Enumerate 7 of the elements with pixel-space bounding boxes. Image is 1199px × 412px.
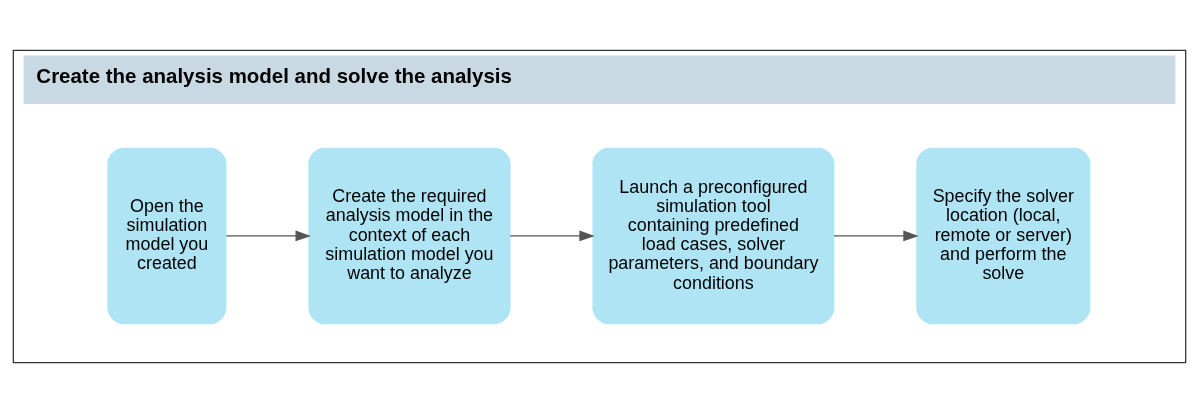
node-box: Create the required analysis model in the context of each simulation model you want to analyze [308,147,511,324]
arrow [833,230,919,241]
arrow [509,230,595,241]
node-box: Launch a preconfigured simulation tool containing predefined load cases, solver parameters, and boundary conditions [592,147,835,324]
arrow [225,230,311,241]
node-box: Open the simulation model you created [107,147,227,324]
node-box: Specify the solver location (local, remote or server) and perform the solve [916,147,1091,324]
